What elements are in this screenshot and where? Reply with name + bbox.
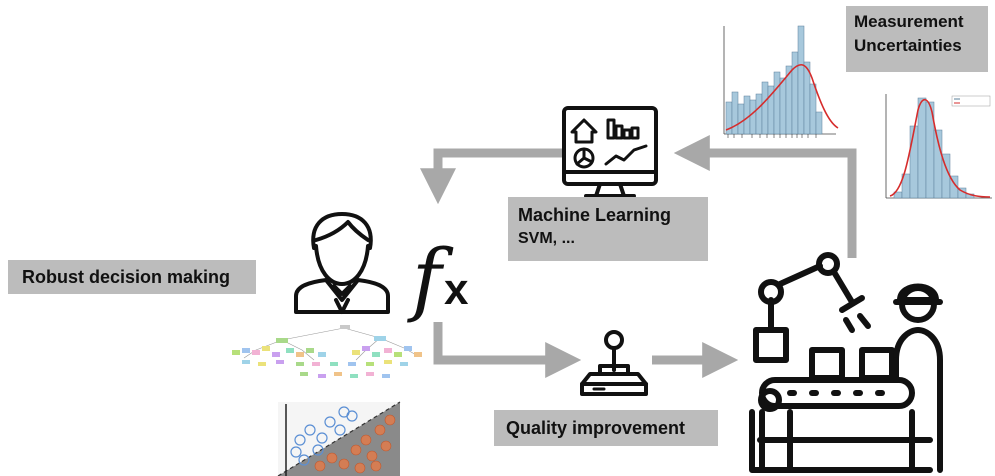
measurement-line-1: Measurement <box>854 12 964 31</box>
robust-decision-label: Robust decision making <box>8 260 256 294</box>
function-fx-icon: f x <box>407 232 469 325</box>
measurement-uncertainties-label: Measurement Uncertainties <box>846 6 988 72</box>
machine-learning-title: Machine Learning <box>518 205 672 225</box>
joystick-icon <box>580 330 648 396</box>
machine-learning-subtitle: SVM, ... <box>518 230 575 247</box>
svm-scatter-icon <box>277 401 401 476</box>
arrow-factory-to-dashboard <box>673 135 857 258</box>
decision-tree-icon <box>232 325 422 378</box>
arrow-dashboard-to-decision <box>420 148 562 205</box>
quality-improvement-label: Quality improvement <box>494 410 718 446</box>
histogram-icon <box>712 22 840 144</box>
arrow-decision-to-control <box>433 322 582 378</box>
monitor-dashboard-icon <box>562 106 658 198</box>
measurement-line-2: Uncertainties <box>854 36 962 55</box>
robust-decision-text: Robust decision making <box>22 267 231 287</box>
arrows <box>420 135 857 378</box>
function-x-letter: x <box>444 265 469 314</box>
quality-improvement-text: Quality improvement <box>506 418 686 438</box>
histogram-icon <box>874 90 994 206</box>
businessman-icon <box>294 212 390 314</box>
factory-robot-arm-icon <box>749 252 943 473</box>
machine-learning-label: Machine Learning SVM, ... <box>508 197 708 261</box>
